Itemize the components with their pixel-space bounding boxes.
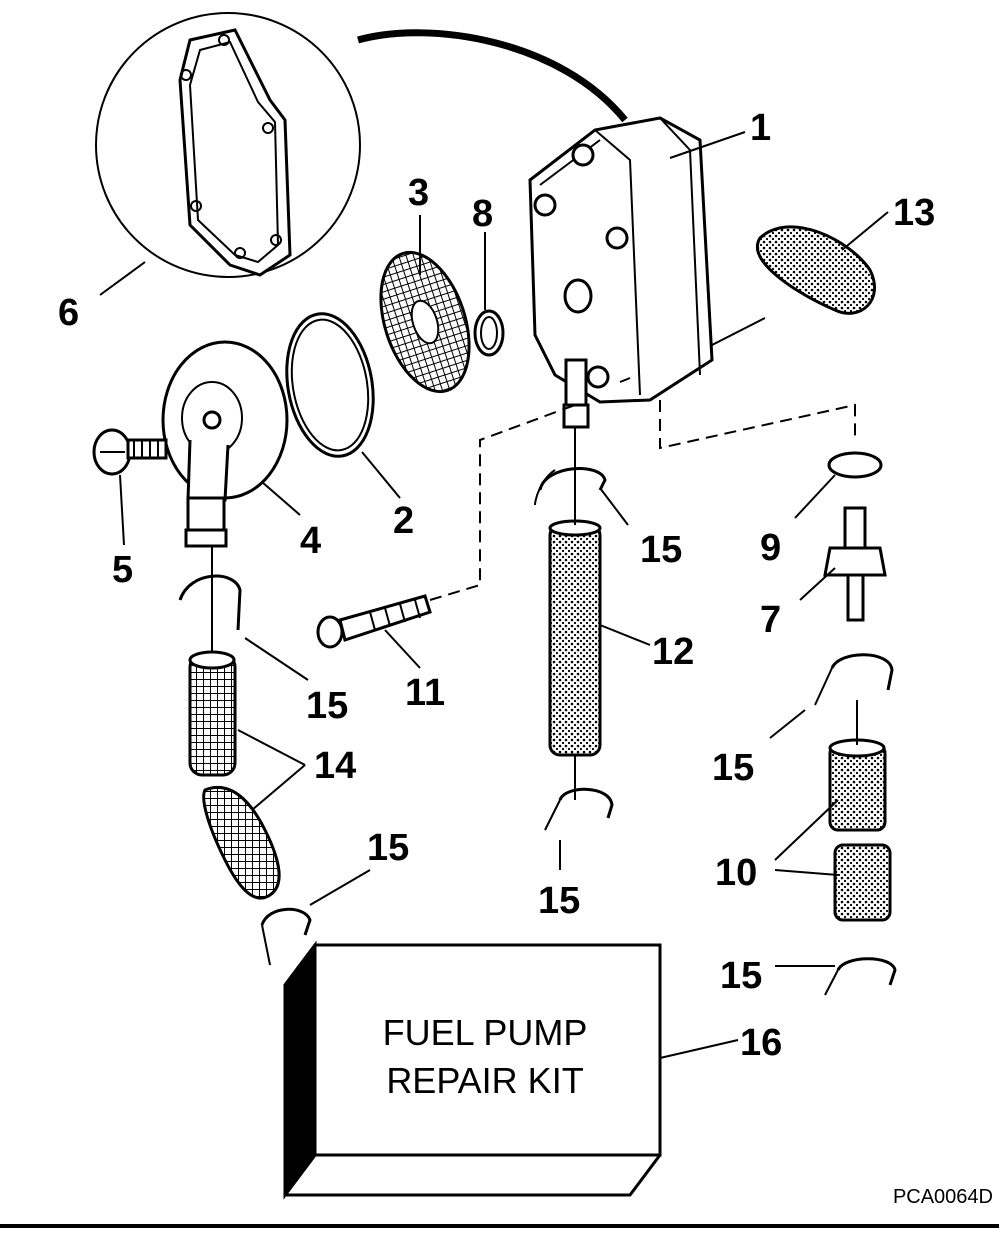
callout-14: 14 bbox=[314, 745, 356, 787]
kit-label-line2: REPAIR KIT bbox=[386, 1060, 583, 1101]
callout-13: 13 bbox=[893, 192, 935, 234]
callout-15-right-lower: 15 bbox=[720, 955, 762, 997]
hose-clamp-lower-right bbox=[824, 957, 897, 996]
callout-10: 10 bbox=[715, 852, 757, 894]
callout-6: 6 bbox=[58, 292, 79, 334]
thumb-screw bbox=[92, 428, 168, 476]
hose-clamp-right-upper bbox=[814, 653, 894, 706]
hose-clamp-upper-center bbox=[534, 467, 607, 506]
callout-15-center-lower: 15 bbox=[538, 880, 580, 922]
filter-elements bbox=[828, 738, 892, 922]
callout-11: 11 bbox=[405, 672, 445, 714]
fuel-fitting bbox=[823, 506, 887, 622]
callout-15-left-lower: 15 bbox=[367, 827, 409, 869]
filter-screen bbox=[379, 250, 471, 394]
callout-15-right-upper: 15 bbox=[712, 747, 754, 789]
large-o-ring bbox=[285, 312, 375, 458]
gasket-detail-circle bbox=[95, 12, 628, 278]
callout-15-center-upper: 15 bbox=[640, 529, 682, 571]
filter-cover bbox=[161, 340, 289, 548]
callout-7: 7 bbox=[760, 599, 781, 641]
callout-2: 2 bbox=[393, 500, 414, 542]
callout-16: 16 bbox=[740, 1022, 782, 1064]
long-hose bbox=[548, 519, 602, 757]
washer bbox=[827, 451, 883, 479]
callout-8: 8 bbox=[472, 193, 493, 235]
hose-clamp-lower-left bbox=[260, 907, 312, 966]
hose-clamp-center-lower bbox=[544, 787, 614, 831]
fuel-pump-body bbox=[528, 116, 714, 429]
kit-label-line1: FUEL PUMP bbox=[383, 1012, 588, 1053]
oval-gasket bbox=[756, 225, 877, 315]
callout-3: 3 bbox=[408, 172, 429, 214]
hose-clamp-upper-left bbox=[178, 574, 242, 631]
callout-9: 9 bbox=[760, 527, 781, 569]
small-o-ring bbox=[473, 309, 505, 357]
callout-5: 5 bbox=[112, 549, 133, 591]
callout-1: 1 bbox=[750, 107, 771, 149]
callout-15-left-upper: 15 bbox=[306, 685, 348, 727]
short-hoses-left bbox=[188, 650, 281, 900]
fuel-pump-repair-kit-box bbox=[283, 940, 662, 1200]
drawing-code: PCA0064D bbox=[893, 1186, 993, 1208]
long-screw bbox=[316, 594, 432, 649]
callout-12: 12 bbox=[652, 631, 694, 673]
callout-4: 4 bbox=[300, 520, 321, 562]
